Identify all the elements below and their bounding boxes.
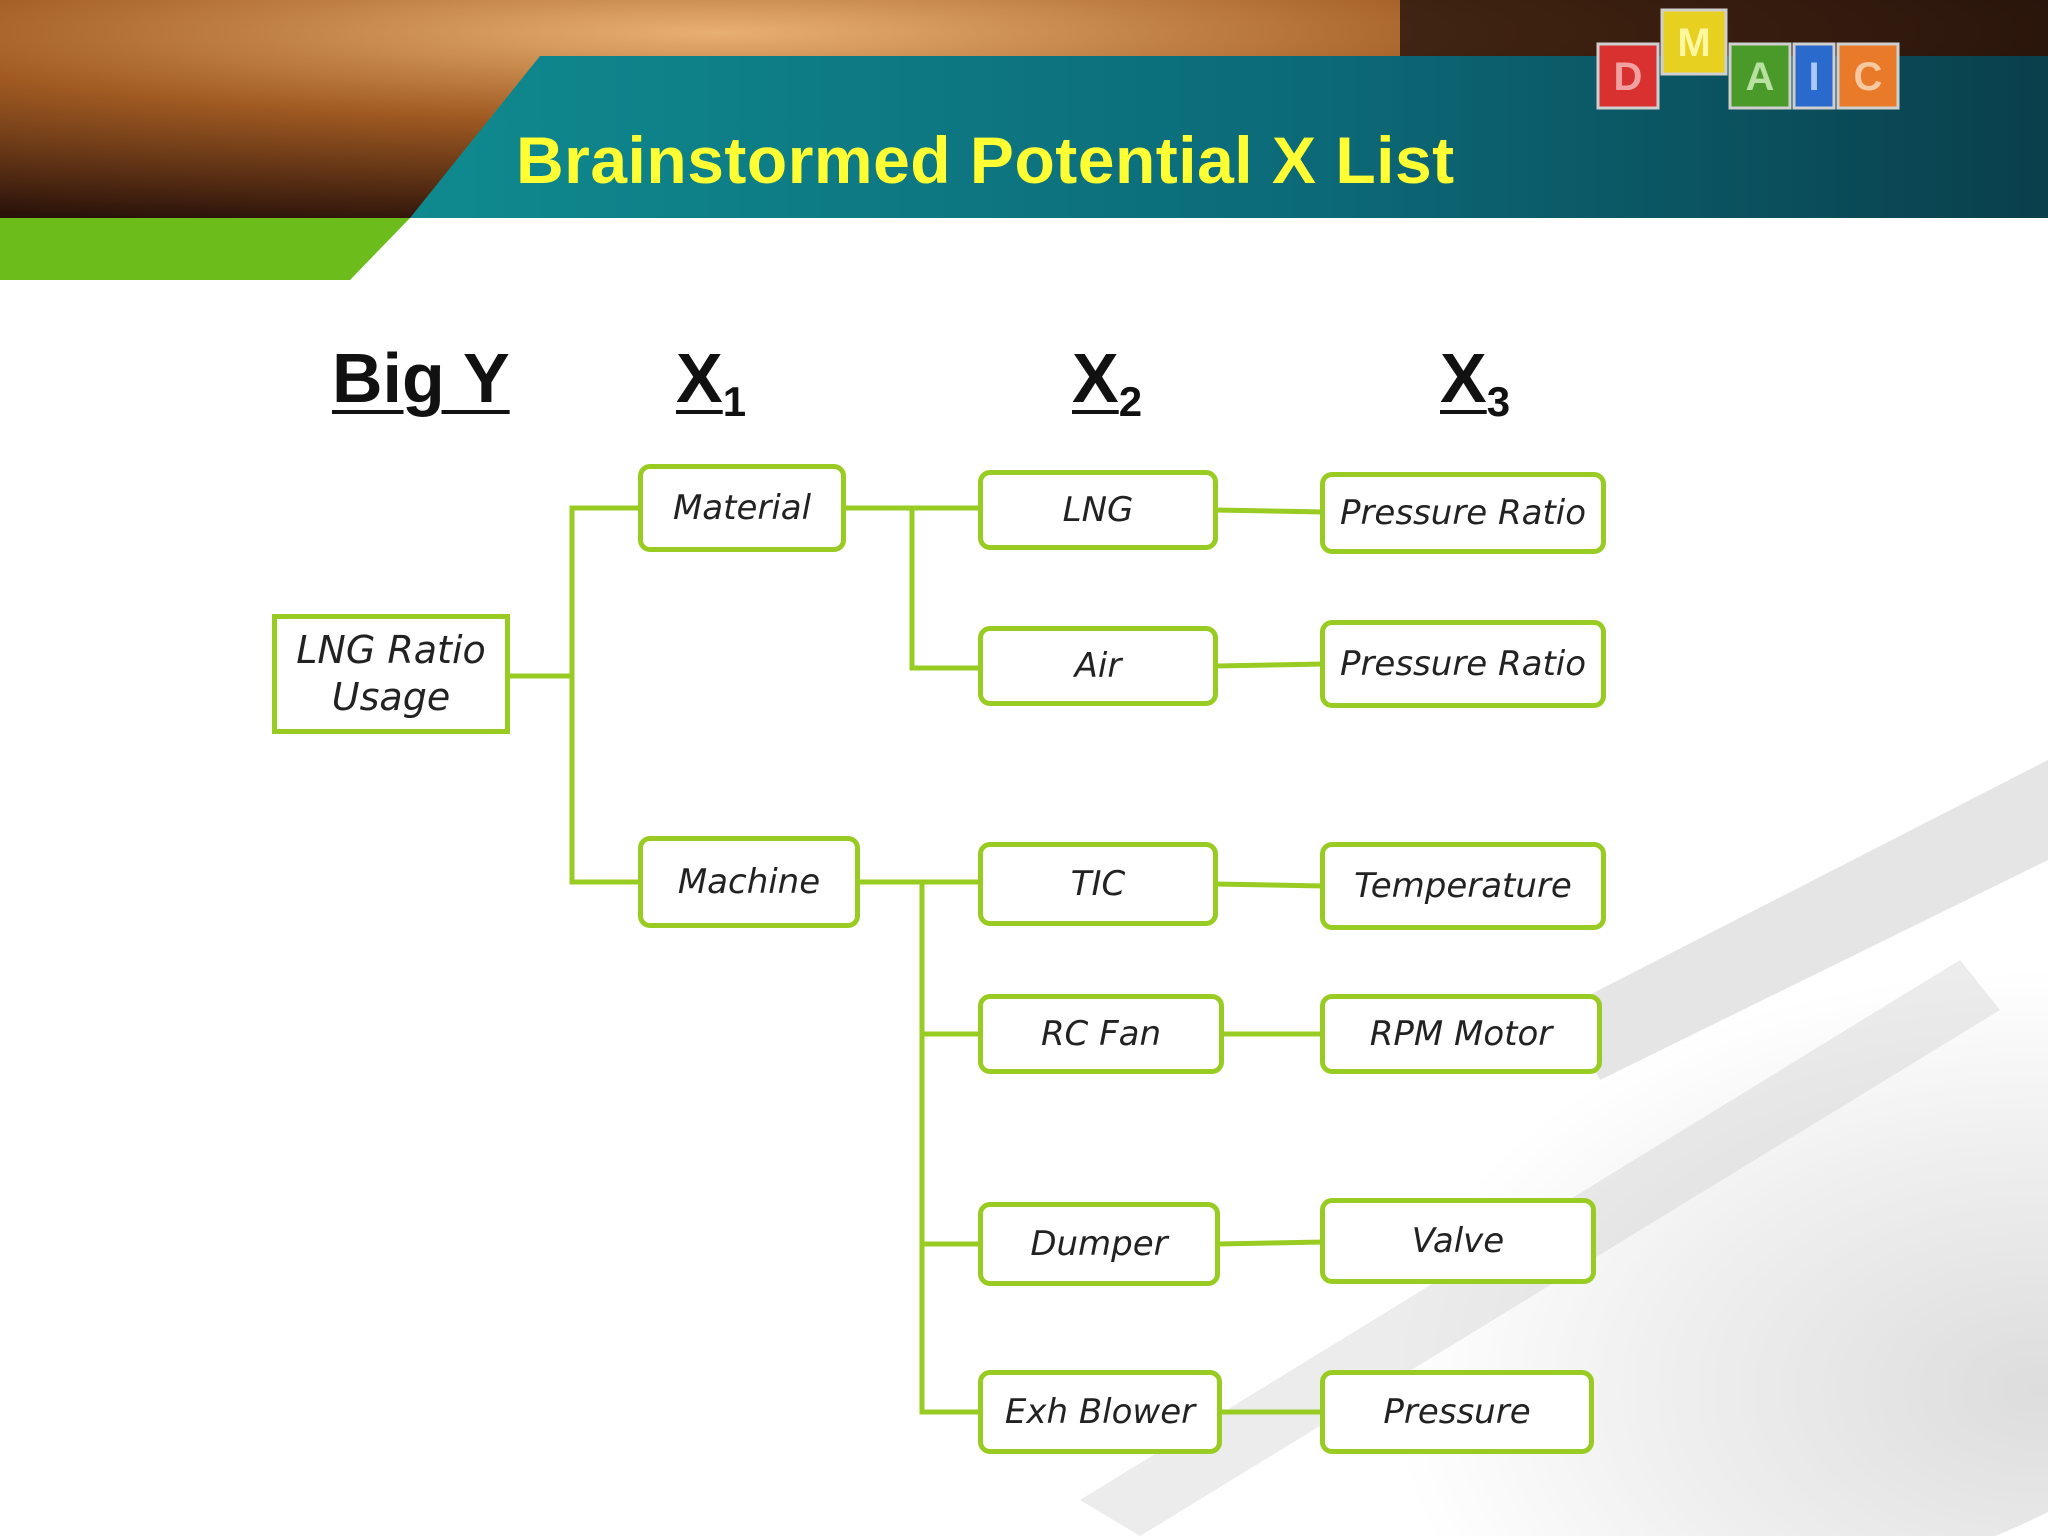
dmaic-logo: D M A I C <box>1596 8 1900 110</box>
column-heading-x3: X3 <box>1440 339 1511 425</box>
node-x3-temperature: Temperature <box>1320 842 1606 930</box>
logo-letter-a: A <box>1728 42 1792 110</box>
svg-text:A: A <box>1746 55 1775 99</box>
node-x1-material: Material <box>638 464 846 552</box>
svg-text:C: C <box>1854 55 1883 99</box>
column-heading-x1: X1 <box>676 339 747 425</box>
logo-letter-c: C <box>1836 42 1900 110</box>
node-x2-dumper: Dumper <box>978 1202 1220 1286</box>
node-x3-pressure: Pressure <box>1320 1370 1594 1454</box>
svg-text:I: I <box>1808 55 1819 99</box>
logo-letter-d: D <box>1596 42 1660 110</box>
logo-letter-m: M <box>1660 8 1728 76</box>
node-x3-pressure-ratio-1: Pressure Ratio <box>1320 472 1606 554</box>
node-x3-pressure-ratio-2: Pressure Ratio <box>1320 620 1606 708</box>
node-x3-rpm-motor: RPM Motor <box>1320 994 1602 1074</box>
node-x3-valve: Valve <box>1320 1198 1596 1284</box>
logo-letter-i: I <box>1792 42 1836 110</box>
node-x2-air: Air <box>978 626 1218 706</box>
node-x2-exh-blower: Exh Blower <box>978 1370 1222 1454</box>
slide-title: Brainstormed Potential X List <box>516 123 1455 197</box>
node-x2-rc-fan: RC Fan <box>978 994 1224 1074</box>
node-root: LNG Ratio Usage <box>272 614 510 734</box>
node-x2-tic: TIC <box>978 842 1218 926</box>
node-x1-machine: Machine <box>638 836 860 928</box>
column-heading-x2: X2 <box>1072 339 1143 425</box>
svg-text:M: M <box>1677 21 1710 65</box>
column-heading-big-y: Big Y <box>332 339 510 417</box>
svg-text:D: D <box>1614 55 1643 99</box>
node-x2-lng: LNG <box>978 470 1218 550</box>
